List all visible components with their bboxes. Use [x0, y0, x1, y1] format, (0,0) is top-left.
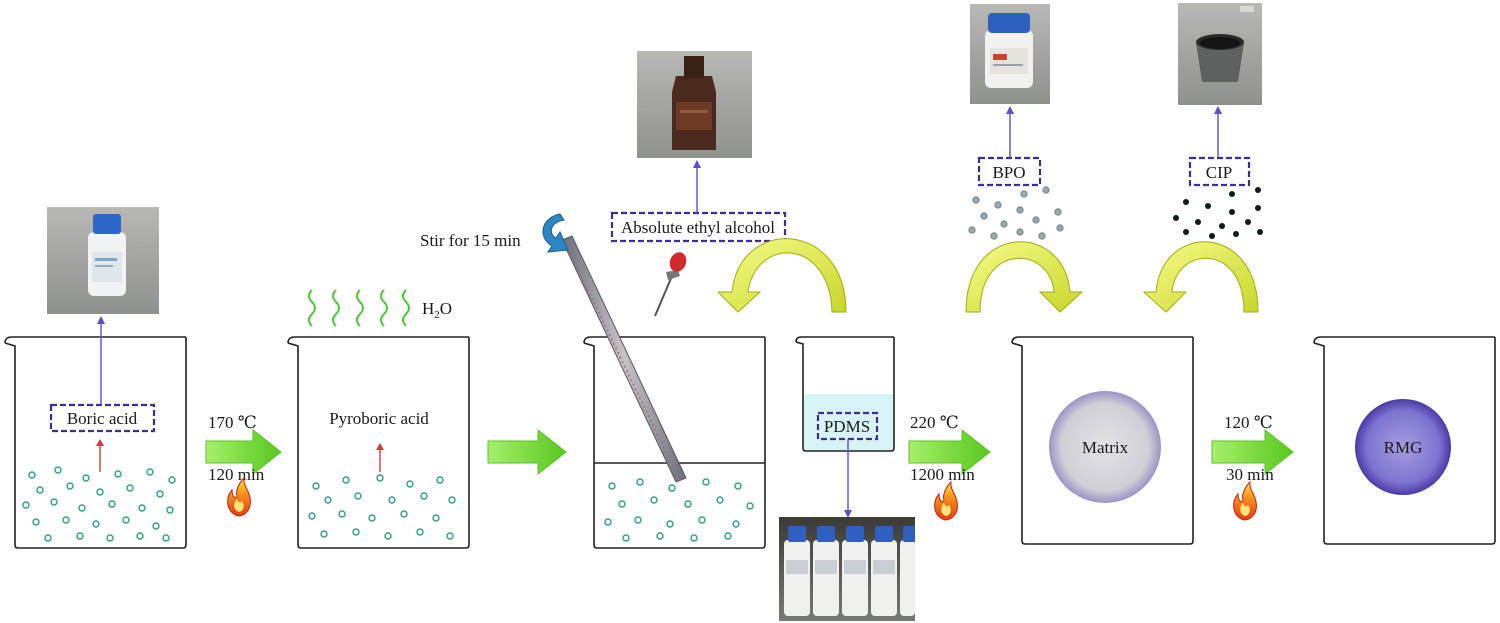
boric-acid-box	[49, 403, 156, 433]
pdms-bottles-photo	[779, 517, 915, 621]
pyroboric-acid-label: Pyroboric acid	[329, 409, 429, 428]
stir-label: Stir for 15 min	[420, 231, 521, 250]
step-arrow-4: 120 ℃ 30 min	[1211, 413, 1294, 521]
bpo-box	[977, 156, 1042, 187]
step-3-time: 30 min	[1226, 465, 1274, 484]
bpo-bottle-photo	[970, 4, 1050, 104]
beaker-pyroboric-acid: H2O Pyroboric acid	[287, 289, 470, 549]
stir-rod	[561, 235, 687, 483]
step-arrow-1: 170 ℃ 120 min	[205, 413, 282, 517]
h2o-label: H2O	[422, 299, 452, 321]
step-1-temp: 170 ℃	[208, 413, 257, 432]
flame-icon	[1233, 481, 1257, 521]
step-1-time: 120 min	[208, 465, 265, 484]
dropper-icon	[654, 252, 687, 317]
cip-particles	[1173, 187, 1263, 239]
ethanol-label: Absolute ethyl alcohol	[621, 218, 775, 237]
step-3-temp: 120 ℃	[1224, 413, 1273, 432]
matrix-sphere	[1049, 391, 1161, 503]
yellow-curved-arrow	[965, 241, 1084, 313]
ethanol-bottle-photo	[636, 51, 753, 158]
pyroboric-acid-particles	[308, 474, 456, 540]
cip-box	[1188, 156, 1251, 187]
pdms-box	[816, 411, 879, 441]
bpo-label: BPO	[992, 163, 1025, 182]
stir-arrow-icon	[542, 213, 569, 253]
beaker-rmg: RMG	[1313, 336, 1496, 545]
step-arrow-3: 220 ℃ 1200 min	[908, 413, 991, 521]
beaker-matrix: Matrix BPO CIP	[965, 106, 1263, 545]
beaker-ethanol-mixing: Stir for 15 min Absolute ethyl alcohol	[420, 160, 847, 549]
beaker-boric-acid: Boric acid	[4, 316, 187, 549]
matrix-label: Matrix	[1082, 438, 1129, 457]
step-arrow-2	[487, 428, 567, 476]
cip-label: CIP	[1206, 163, 1232, 182]
bpo-particles	[968, 186, 1064, 240]
boric-acid-bottle-photo	[46, 207, 160, 314]
beaker-pdms: PDMS	[795, 336, 895, 518]
boric-acid-particles	[22, 466, 176, 542]
flame-icon	[934, 481, 958, 521]
rmg-label: RMG	[1384, 438, 1423, 457]
boric-acid-label: Boric acid	[67, 409, 138, 428]
pdms-label: PDMS	[824, 417, 870, 436]
yellow-curved-arrow	[1142, 241, 1259, 313]
step-2-temp: 220 ℃	[910, 413, 959, 432]
yellow-curved-arrow	[716, 238, 847, 313]
step-2-time: 1200 min	[910, 465, 975, 484]
cip-cup-photo	[1178, 3, 1262, 105]
ethanol-box	[610, 211, 787, 243]
rmg-sphere	[1355, 399, 1451, 495]
mixing-particles	[604, 478, 754, 542]
steam-icon	[308, 289, 410, 327]
